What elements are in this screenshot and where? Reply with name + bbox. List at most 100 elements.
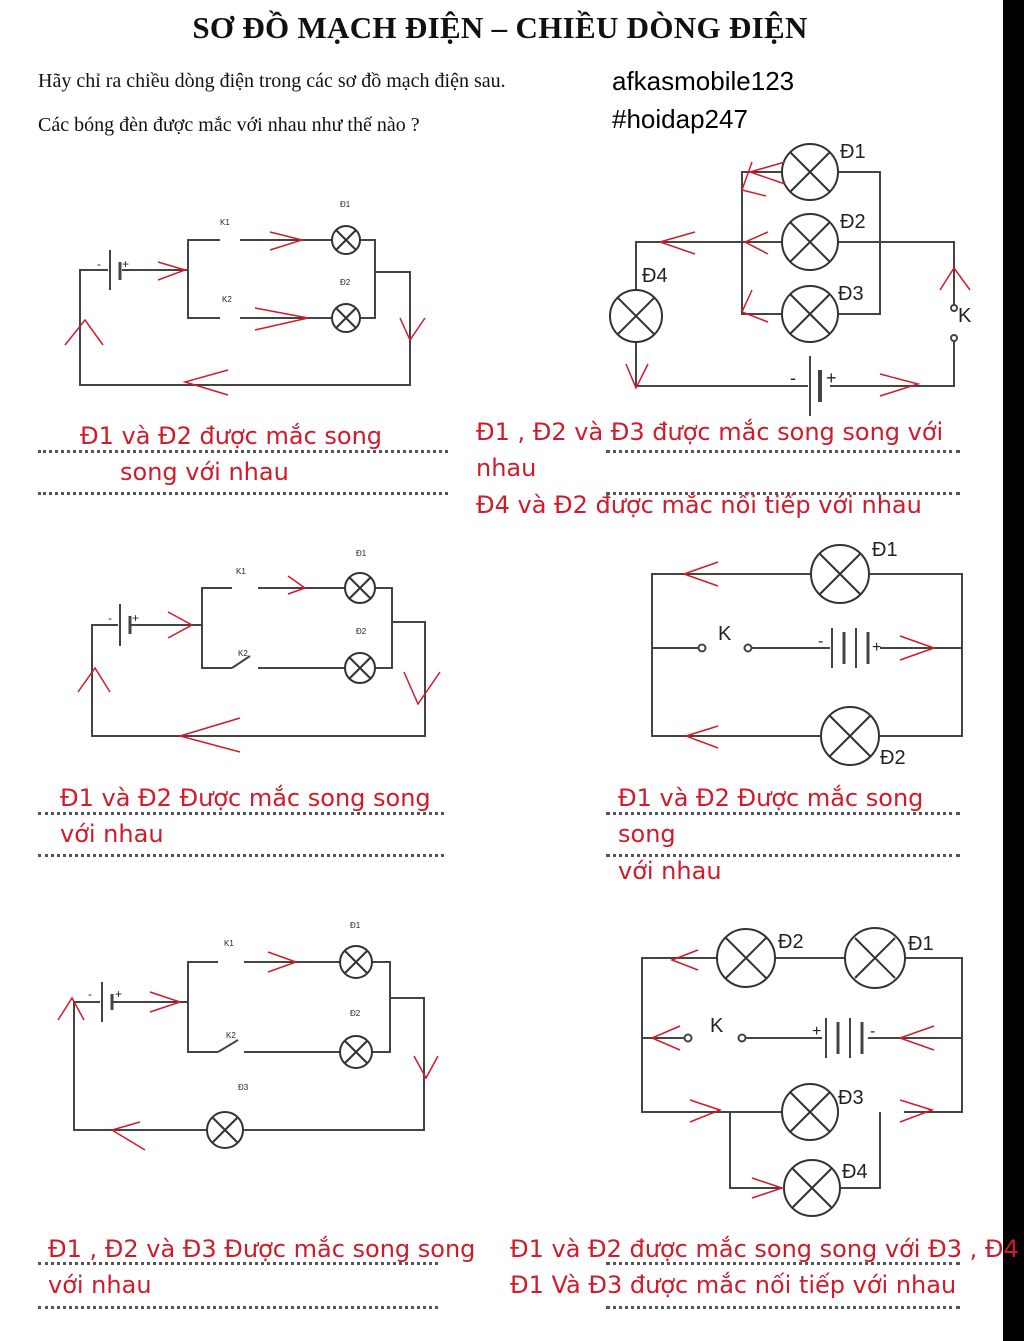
current-arrows-4 bbox=[681, 561, 937, 749]
answer-4-line1: Đ1 và Đ2 Được mắc song bbox=[618, 784, 924, 812]
circuit-diagram-6: Đ2 Đ1 Đ3 Đ4 K + - bbox=[641, 927, 963, 1217]
lamp-d2-icon bbox=[716, 928, 776, 988]
lamp-d2-icon bbox=[781, 213, 839, 271]
question-connection: Các bóng đèn được mắc với nhau như thế n… bbox=[38, 114, 420, 136]
label-k: K bbox=[718, 623, 732, 645]
circuit-4-wires bbox=[651, 573, 963, 737]
label-k2: K2 bbox=[222, 295, 232, 304]
circuit-diagram-4: Đ1 Đ2 K - + bbox=[651, 539, 963, 769]
answer-4-line2: song bbox=[618, 820, 676, 848]
battery-plus: + bbox=[122, 257, 129, 271]
answer-2-line1: Đ1 , Đ2 và Đ3 được mắc song song với bbox=[476, 418, 944, 446]
answer-2-line2: nhau bbox=[476, 454, 537, 482]
lamp-d3-icon bbox=[206, 1111, 244, 1149]
answer-5-line1: Đ1 , Đ2 và Đ3 Được mắc song song bbox=[48, 1235, 476, 1263]
answer-line-4b bbox=[606, 854, 960, 857]
answer-6-line2: Đ1 Và Đ3 được mắc nối tiếp với nhau bbox=[510, 1271, 957, 1299]
label-k2: K2 bbox=[226, 1031, 236, 1040]
answer-1-line2: song với nhau bbox=[120, 458, 289, 486]
question-direction: Hãy chỉ ra chiều dòng điện trong các sơ … bbox=[38, 70, 506, 92]
lamp-d4-icon bbox=[783, 1159, 841, 1217]
label-d2: Đ2 bbox=[356, 627, 367, 636]
label-d1: Đ1 bbox=[350, 921, 361, 930]
answer-3-line2: với nhau bbox=[60, 820, 164, 848]
answer-1-line1: Đ1 và Đ2 được mắc song bbox=[80, 422, 383, 450]
answer-6-line1: Đ1 và Đ2 được mắc song song với Đ3 , Đ4 bbox=[510, 1235, 1019, 1263]
current-arrows-2 bbox=[625, 161, 971, 397]
lamp-d1-icon bbox=[344, 572, 376, 604]
lamp-d1-icon bbox=[810, 544, 870, 604]
battery-minus: - bbox=[790, 368, 796, 388]
switch-k-contact-top bbox=[950, 304, 958, 312]
switch-k-contact-right bbox=[743, 643, 753, 653]
lamp-d3-icon bbox=[781, 285, 839, 343]
answer-line-2a bbox=[606, 450, 960, 453]
author-username: afkasmobile123 bbox=[612, 66, 795, 96]
circuit-6-wires bbox=[641, 957, 963, 1189]
right-edge-bar bbox=[1003, 0, 1024, 1341]
label-k: K bbox=[958, 305, 972, 327]
switch-k-contact-left bbox=[697, 643, 707, 653]
label-d3: Đ3 bbox=[838, 1087, 864, 1109]
battery-plus: + bbox=[826, 368, 837, 388]
label-k: K bbox=[710, 1015, 724, 1037]
answer-2-line3: Đ4 và Đ2 được mắc nối tiếp với nhau bbox=[476, 491, 922, 519]
label-d3: Đ3 bbox=[238, 1083, 249, 1092]
lamp-d1-icon bbox=[844, 927, 906, 989]
answer-line-2b bbox=[606, 492, 960, 495]
battery-plus: + bbox=[872, 639, 881, 656]
author-hashtag: #hoidap247 bbox=[612, 104, 748, 134]
answer-4-line3: với nhau bbox=[618, 857, 722, 885]
lamp-d2-icon bbox=[331, 303, 361, 333]
battery-plus: + bbox=[115, 987, 122, 1001]
answer-line-1b bbox=[38, 492, 448, 495]
battery-minus: - bbox=[88, 987, 92, 1001]
worksheet-title: SƠ ĐỒ MẠCH ĐIỆN – CHIỀU DÒNG ĐIỆN bbox=[192, 10, 808, 45]
label-d1: Đ1 bbox=[872, 539, 898, 561]
lamp-d1-icon bbox=[781, 143, 839, 201]
label-d1: Đ1 bbox=[840, 141, 866, 163]
answer-3-line1: Đ1 và Đ2 Được mắc song song bbox=[60, 784, 431, 812]
lamp-d2-icon bbox=[820, 706, 880, 766]
label-k1: K1 bbox=[224, 939, 234, 948]
current-arrows-1 bbox=[64, 231, 426, 396]
battery-minus: - bbox=[97, 257, 101, 271]
label-d1: Đ1 bbox=[356, 549, 367, 558]
battery-minus: - bbox=[818, 633, 823, 650]
circuit-2-wires bbox=[635, 171, 955, 416]
circuit-1-wires bbox=[79, 239, 411, 386]
answer-line-6a bbox=[606, 1262, 960, 1265]
battery-minus: - bbox=[108, 611, 112, 625]
answer-line-5a bbox=[38, 1262, 438, 1265]
answer-5-line2: với nhau bbox=[48, 1271, 152, 1299]
circuit-diagram-5: Đ1 Đ2 Đ3 K1 K2 - + bbox=[57, 921, 439, 1151]
current-arrows-5 bbox=[57, 951, 439, 1151]
lamp-d2-icon bbox=[339, 1035, 373, 1069]
answer-line-6b bbox=[606, 1306, 960, 1309]
label-k2: K2 bbox=[238, 649, 248, 658]
label-d3: Đ3 bbox=[838, 283, 864, 305]
battery-plus: + bbox=[132, 611, 139, 625]
lamp-d1-icon bbox=[339, 945, 373, 979]
circuit-5-wires bbox=[73, 961, 425, 1131]
label-d4: Đ4 bbox=[642, 265, 668, 287]
lamp-d4-icon bbox=[609, 289, 663, 343]
label-d2: Đ2 bbox=[778, 931, 804, 953]
label-d4: Đ4 bbox=[842, 1161, 868, 1183]
label-d2: Đ2 bbox=[350, 1009, 361, 1018]
label-d2: Đ2 bbox=[880, 747, 906, 769]
circuit-diagram-2: Đ1 Đ2 Đ3 Đ4 K - + bbox=[609, 141, 972, 416]
lamp-d3-icon bbox=[781, 1083, 839, 1141]
battery-plus: + bbox=[812, 1023, 821, 1040]
label-d1: Đ1 bbox=[340, 200, 351, 209]
current-arrows-6 bbox=[650, 949, 935, 1199]
circuit-3-wires bbox=[91, 587, 426, 737]
lamp-d1-icon bbox=[331, 225, 361, 255]
label-k1: K1 bbox=[236, 567, 246, 576]
answer-line-3a bbox=[38, 812, 444, 815]
circuit-diagram-3: Đ1 Đ2 K1 K2 - + bbox=[77, 549, 441, 753]
switch-k-contact-bottom bbox=[950, 334, 958, 342]
answer-line-3b bbox=[38, 854, 444, 857]
label-d1: Đ1 bbox=[908, 933, 934, 955]
battery-minus: - bbox=[870, 1023, 875, 1040]
